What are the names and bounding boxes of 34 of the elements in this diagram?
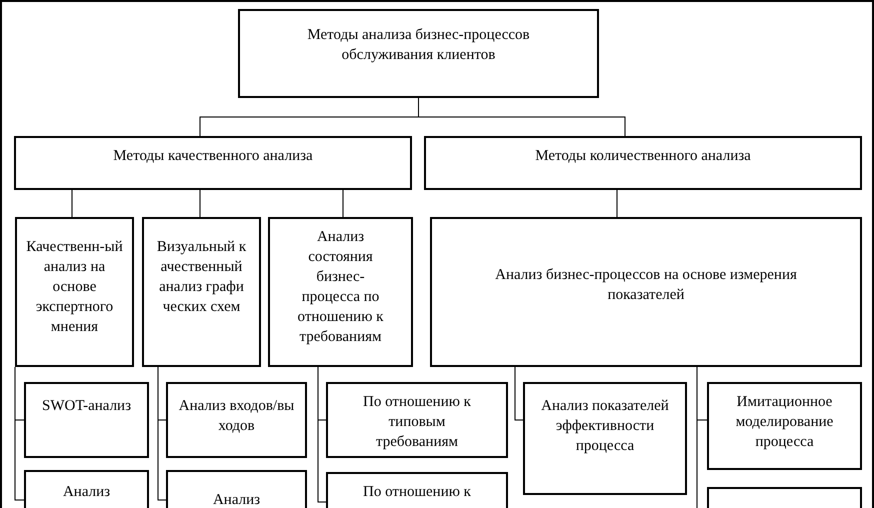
- node-text: Методы анализа бизнес-процессов обслуживания клиентов: [306, 26, 531, 65]
- root-box: [238, 9, 599, 98]
- method-box: [142, 217, 261, 367]
- connector-line: [342, 190, 344, 218]
- category-box: [424, 136, 862, 190]
- node-text: Имитационное моделирование процесса: [734, 393, 834, 452]
- node-text: Анализ показателей эффективности процесса: [540, 397, 670, 456]
- node-text: Анализ бизнес-процессов на основе измерения показателей: [494, 266, 798, 305]
- node-text: SWOT-анализ: [40, 397, 132, 416]
- method-box: [15, 217, 134, 367]
- connector-line: [14, 366, 24, 500]
- node-text: Методы количественного анализа: [534, 147, 752, 166]
- node-text: По отношению к типовым требованиям: [362, 393, 472, 452]
- connector-line: [418, 98, 626, 136]
- node-text: По отношению к: [362, 483, 472, 502]
- node-text: Анализ: [62, 483, 112, 502]
- technique-box: [326, 382, 508, 458]
- connector-line: [514, 366, 524, 420]
- node-text: Анализ: [212, 491, 262, 508]
- connector-line: [616, 190, 618, 218]
- technique-box: [707, 382, 862, 470]
- node-text: Визуальный качественный анализ графических схем: [156, 238, 247, 317]
- method-box: [430, 217, 862, 367]
- category-box: [14, 136, 412, 190]
- node-text: Методы качественного анализа: [112, 147, 314, 166]
- connector-line: [158, 366, 166, 500]
- connector-line: [318, 366, 326, 502]
- technique-box: [24, 382, 149, 458]
- technique-box: [166, 382, 307, 458]
- technique-box: [523, 382, 687, 495]
- node-text: Качественн-ый анализ на основе экспертного мнения: [25, 238, 124, 337]
- node-text: Анализ состояния бизнес-процесса по отношению к требованиям: [296, 228, 384, 347]
- method-box: [268, 217, 413, 367]
- node-text: Анализ входов/выходов: [178, 397, 295, 436]
